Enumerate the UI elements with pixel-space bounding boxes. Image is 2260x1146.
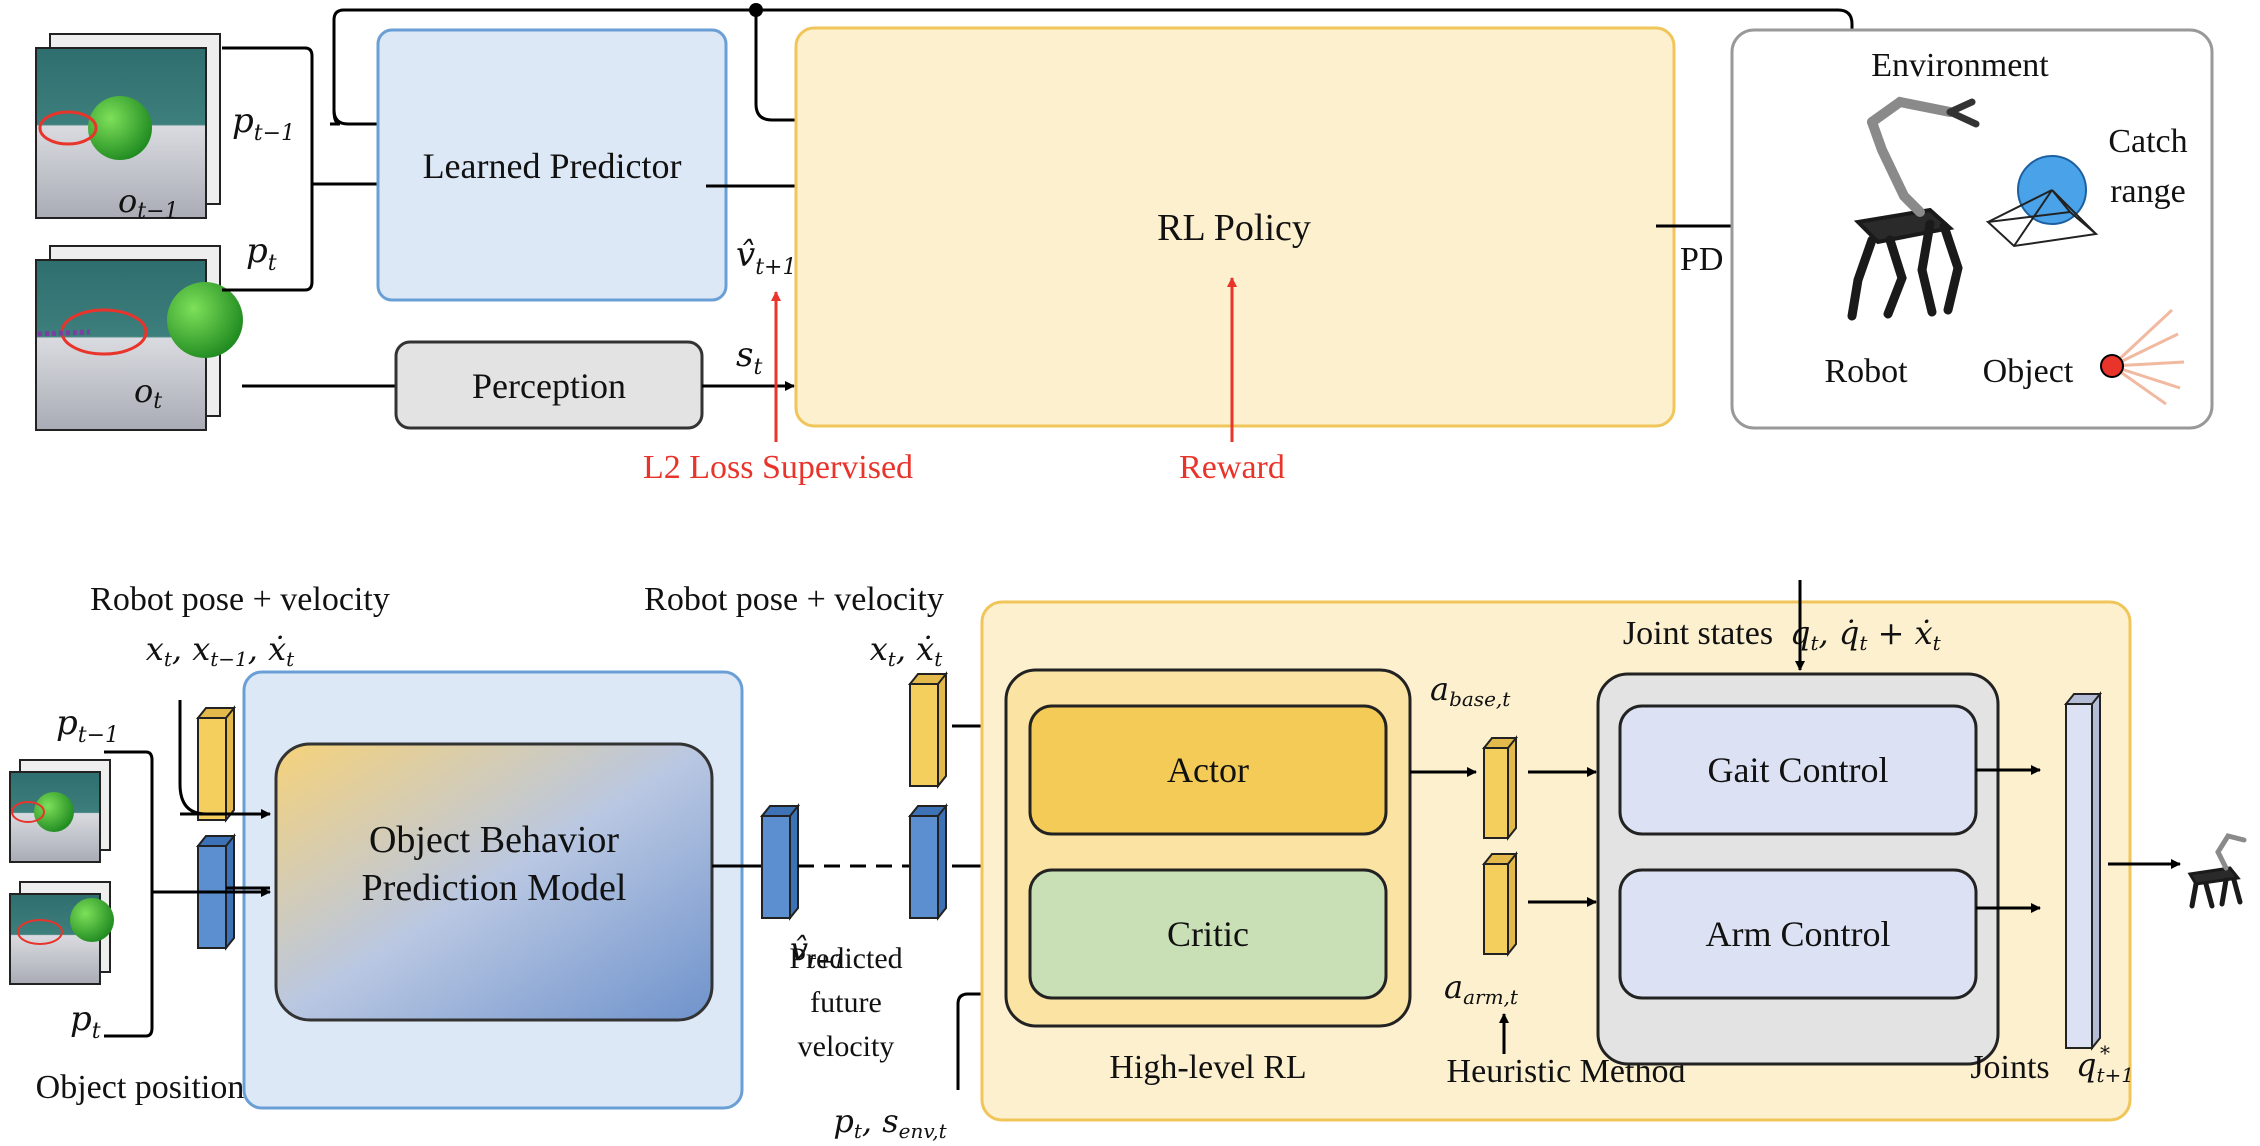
perception-label: Perception	[472, 366, 626, 406]
pos-label-prev: pt−1	[232, 101, 295, 146]
prediction-output-bar	[759, 803, 801, 921]
predicted-label-2: future	[810, 986, 882, 1019]
s-t-label: st	[736, 335, 762, 380]
catch-range-label-2: range	[2110, 173, 2186, 210]
bottom-frame-stack-1	[9, 759, 111, 863]
top-frame-stack-1: ot−1	[35, 33, 221, 224]
pose-mid-vars: xt, ẋt	[870, 630, 943, 671]
object-icon	[2100, 308, 2185, 406]
a-base-label: abase,t	[1430, 670, 1511, 711]
pose-left-vars: xt, xt−1, ẋt	[146, 630, 295, 671]
learned-predictor-box	[376, 28, 728, 302]
robot-label: Robot	[1824, 353, 1908, 390]
top-frame-stack-2: ot	[35, 245, 243, 431]
pd-label: PD	[1680, 241, 1723, 278]
bottom-pos-prev: pt−1	[56, 703, 119, 748]
obpm-box	[274, 742, 714, 1022]
ball-image	[88, 96, 152, 160]
a-arm-bar	[1481, 851, 1519, 957]
object-position-label: Object position	[36, 1069, 245, 1106]
predicted-label-1: Predicted	[789, 942, 902, 975]
critic-box	[1028, 868, 1388, 1000]
p-senv-label: pt, senv,t	[833, 1102, 947, 1143]
catch-range-icon	[1985, 155, 2099, 248]
actor-label: Actor	[1167, 750, 1249, 790]
actor-box	[1028, 704, 1388, 836]
catch-range-label-1: Catch	[2108, 123, 2187, 160]
predicted-label-3: velocity	[798, 1030, 895, 1063]
obs-label: ot−1	[118, 182, 179, 224]
pose-left-title: Robot pose + velocity	[90, 581, 390, 618]
obpm-label-1: Object Behavior	[369, 819, 619, 861]
obs-label: ot	[134, 372, 162, 414]
object-label: Object	[1983, 353, 2074, 390]
joints-label: Joints	[1970, 1049, 2049, 1086]
robot-image	[1847, 96, 1980, 321]
pose-mid-title: Robot pose + velocity	[644, 581, 944, 618]
mid-velocity-bar	[907, 803, 949, 921]
a-base-bar	[1481, 735, 1519, 841]
mid-pose-bar	[907, 671, 949, 789]
ball-image	[167, 282, 243, 358]
pos-label-curr: pt	[246, 231, 277, 276]
reward-label: Reward	[1179, 449, 1285, 486]
a-arm-label: aarm,t	[1444, 968, 1519, 1009]
arm-control-label: Arm Control	[1706, 914, 1891, 954]
l2-loss-label: L2 Loss Supervised	[643, 449, 913, 486]
bottom-pos-curr: pt	[70, 999, 101, 1044]
critic-label: Critic	[1167, 914, 1249, 954]
environment-title: Environment	[1871, 47, 2049, 84]
bottom-v-hat: v̂t+1	[790, 930, 846, 973]
learned-predictor-label: Learned Predictor	[423, 146, 682, 186]
joint-vars-label: qt, q̇t + ẋt	[1790, 614, 1942, 655]
position-input-bar	[195, 833, 237, 951]
rl-policy-label: RL Policy	[1157, 207, 1311, 249]
q-star-label: qt+1*	[2076, 1041, 2134, 1087]
joints-output-bar	[2063, 691, 2103, 1051]
high-level-rl-label: High-level RL	[1109, 1049, 1306, 1086]
v-hat-label: v̂t+1	[736, 235, 797, 280]
pose-input-bar	[195, 705, 237, 823]
bottom-frame-stack-2	[9, 881, 114, 985]
obpm-label-2: Prediction Model	[362, 867, 627, 909]
robot-output-icon	[2187, 833, 2247, 909]
joint-states-label: Joint states	[1623, 615, 1773, 652]
arm-control-box	[1618, 868, 1978, 1000]
gait-control-label: Gait Control	[1708, 750, 1889, 790]
environment-box	[1730, 28, 2214, 430]
